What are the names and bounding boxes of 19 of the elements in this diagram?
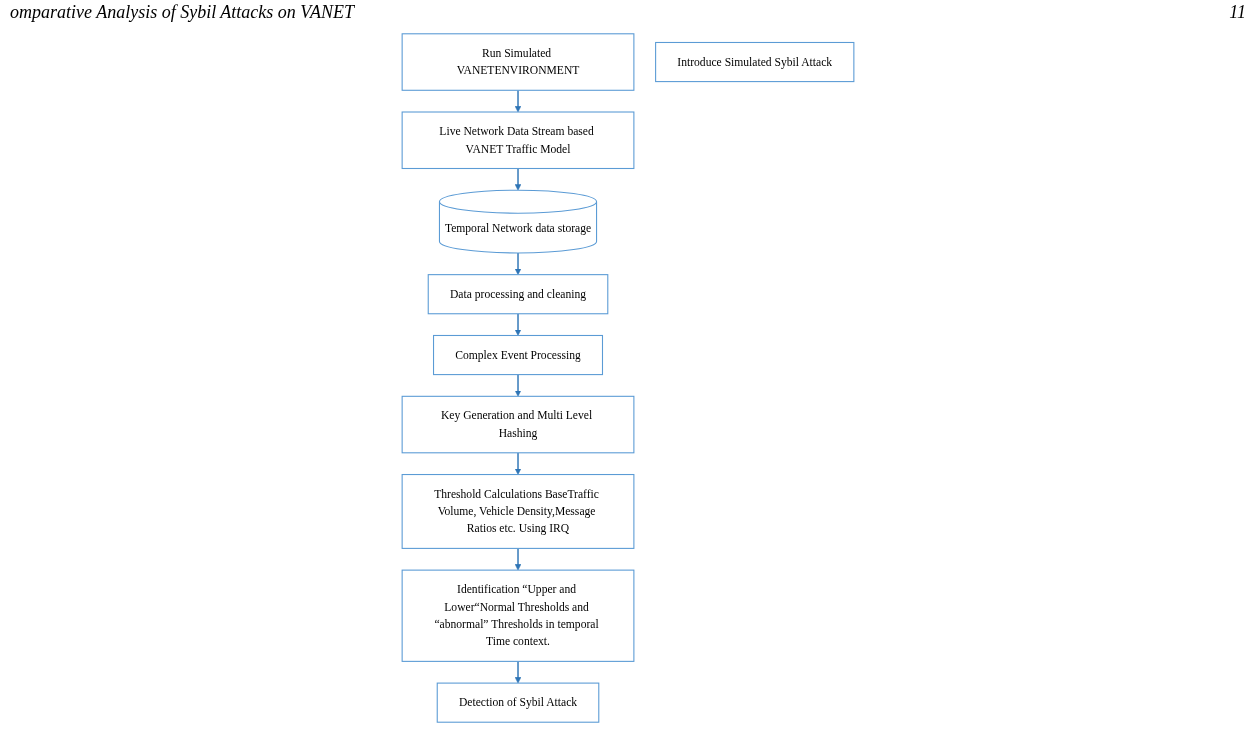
node-box: Run Simulated VANETENVIRONMENT bbox=[401, 33, 635, 91]
page-header-text: 11 bbox=[1229, 2, 1246, 24]
node-box: Complex Event Processing bbox=[433, 334, 604, 376]
node-box: Key Generation and Multi Level Hashing bbox=[401, 395, 635, 454]
node-box: Threshold Calculations BaseTraffic Volume, Vehicle Density,Message Ratios etc. Using IRQ bbox=[401, 474, 635, 549]
node-box: Introduce Simulated Sybil Attack bbox=[655, 41, 855, 83]
node-box: Identification “Upper and Lower“Normal Thresholds and “abnormal” Thresholds in temporal Time context. bbox=[401, 569, 635, 662]
arrow bbox=[514, 252, 522, 275]
node-box: Data processing and cleaning bbox=[427, 274, 609, 315]
node-box: Live Network Data Stream based VANET Traffic Model bbox=[401, 111, 635, 170]
page-header-text: omparative Analysis of Sybil Attacks on VANET bbox=[10, 2, 354, 24]
arrow bbox=[514, 547, 522, 571]
arrow bbox=[514, 89, 522, 113]
arrow bbox=[514, 373, 522, 397]
arrow bbox=[514, 660, 522, 684]
arrow bbox=[514, 452, 522, 475]
arrow bbox=[514, 167, 522, 191]
node-box: Detection of Sybil Attack bbox=[436, 682, 600, 723]
arrow bbox=[514, 313, 522, 336]
